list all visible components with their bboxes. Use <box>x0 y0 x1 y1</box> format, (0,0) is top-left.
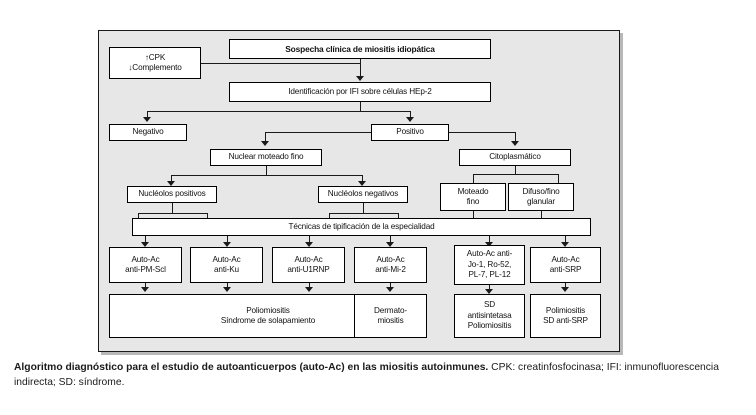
connector-nucleoli-pos-bracket <box>138 213 207 214</box>
connector-nucleoli-neg-down <box>363 203 364 213</box>
connector-to-diffuse <box>558 174 559 183</box>
node-nucleoli-positive: Nucléolos positivos <box>127 186 217 203</box>
arrow-to-identification <box>356 76 364 81</box>
arrow-to-nuclear <box>261 141 269 146</box>
connector-identification-split <box>147 111 411 112</box>
node-ab-jo1: Auto-Ac anti- Jo-1, Ro-52, PL-7, PL-12 <box>454 245 525 285</box>
arrow-ab-pm-scl-down <box>141 287 149 292</box>
connector-nucleoli-neg-bracket-l <box>329 213 330 218</box>
connector-ab1-down <box>145 283 146 290</box>
figure-caption: Algoritmo diagnóstico para el estudio de… <box>14 360 744 390</box>
node-ab-mi2: Auto-Ac anti-Mi-2 <box>354 247 427 283</box>
node-nucleoli-negative: Nucléolos negativos <box>318 186 408 203</box>
connector-speckled-fine-down <box>473 211 474 218</box>
node-speckled-fine: Moteado fino <box>440 183 506 211</box>
node-dx-dermatomyositis: Dermato- miositis <box>354 294 427 338</box>
node-ab-pm-scl: Auto-Ac anti-PM-Scl <box>109 247 182 283</box>
arrow-to-ab-ku <box>223 242 231 247</box>
connector-ab5-down <box>489 285 490 292</box>
connector-nucleoli-neg-bracket <box>329 213 398 214</box>
connector-tech-col3 <box>309 236 310 244</box>
connector-ab2-down <box>227 283 228 290</box>
arrow-to-ab-srp <box>561 242 569 247</box>
connector-suspicion-down <box>360 59 361 79</box>
connector-labs-to-trunk <box>201 63 360 64</box>
node-cytoplasmic: Citoplasmático <box>459 149 571 166</box>
connector-nuclear-down <box>265 132 266 144</box>
connector-nucleoli-pos-down <box>172 203 173 213</box>
arrow-to-nucleoli-positive <box>167 181 175 186</box>
connector-tech-col4 <box>390 236 391 244</box>
connector-positive-left <box>265 132 371 133</box>
connector-to-negative <box>147 111 148 119</box>
arrow-to-ab-jo1 <box>485 242 493 247</box>
connector-nucleoli-pos-bracket-l <box>138 213 139 218</box>
node-ab-ku: Auto-Ac anti-Ku <box>190 247 263 283</box>
node-identification: Identificación por IFI sobre células HEp… <box>229 82 491 102</box>
connector-tech-col1 <box>145 236 146 244</box>
arrow-to-ab-mi2 <box>386 242 394 247</box>
connector-diffuse-down <box>541 211 542 218</box>
connector-nucleoli-split <box>171 175 362 176</box>
connector-ab4-down <box>390 283 391 290</box>
node-ab-u1rnp: Auto-Ac anti-U1RNP <box>272 247 345 283</box>
connector-cytoplasmic-down2 <box>515 166 516 174</box>
connector-nuclear-down2 <box>266 166 267 175</box>
arrow-to-ab-u1rnp <box>305 242 313 247</box>
arrow-ab-mi2-down <box>386 287 394 292</box>
node-ab-srp: Auto-Ac anti-SRP <box>530 247 601 283</box>
connector-to-speckled-fine <box>473 174 474 183</box>
connector-to-nucleoli-neg <box>362 175 363 183</box>
caption-rest-text: CPK: creatinfosfocinasa; IFI: inmunofluo… <box>14 362 719 388</box>
connector-to-nucleoli-pos <box>171 175 172 183</box>
node-positive: Positivo <box>371 124 449 141</box>
node-nuclear-fine-speckled: Nuclear moteado fino <box>210 149 322 166</box>
node-dx-antisynthetase: SD antisintetasa Poliomiositis <box>454 294 525 338</box>
arrow-ab-jo1-down <box>485 289 493 294</box>
connector-nucleoli-pos-bracket-r <box>207 213 208 218</box>
connector-nucleoli-neg-bracket-r <box>398 213 399 218</box>
arrow-ab-u1rnp-down <box>305 287 313 292</box>
connector-ab3-down <box>309 283 310 290</box>
arrow-to-cytoplasmic <box>511 141 519 146</box>
arrow-to-positive <box>406 117 414 122</box>
connector-positive-right <box>449 132 515 133</box>
connector-ab6-down <box>565 283 566 290</box>
node-suspicion: Sospecha clínica de miositis idiopática <box>229 39 491 59</box>
node-labs: ↑CPK ↓Complemento <box>109 47 201 79</box>
caption-bold-text: Algoritmo diagnóstico para el estudio de… <box>14 362 489 373</box>
node-typing-techniques: Técnicas de tipificación de la especiali… <box>132 218 591 236</box>
node-negative: Negativo <box>109 124 187 141</box>
arrow-ab-srp-down <box>561 287 569 292</box>
connector-to-positive <box>410 111 411 119</box>
connector-tech-col5 <box>489 236 490 244</box>
connector-cytoplasmic-down <box>515 132 516 144</box>
arrow-to-ab-pm-scl <box>141 242 149 247</box>
node-diffuse-fine-granular: Difuso/fino glanular <box>508 183 574 211</box>
connector-cytoplasmic-split <box>473 174 558 175</box>
connector-tech-col2 <box>227 236 228 244</box>
flowchart-figure-panel: Sospecha clínica de miositis idiopática … <box>98 30 620 352</box>
arrow-ab-ku-down <box>223 287 231 292</box>
arrow-to-negative <box>143 117 151 122</box>
arrow-to-nucleoli-negative <box>358 181 366 186</box>
connector-tech-col6 <box>565 236 566 244</box>
connector-identification-down <box>360 102 361 111</box>
node-dx-srp: Polimiositis SD anti-SRP <box>530 294 601 338</box>
